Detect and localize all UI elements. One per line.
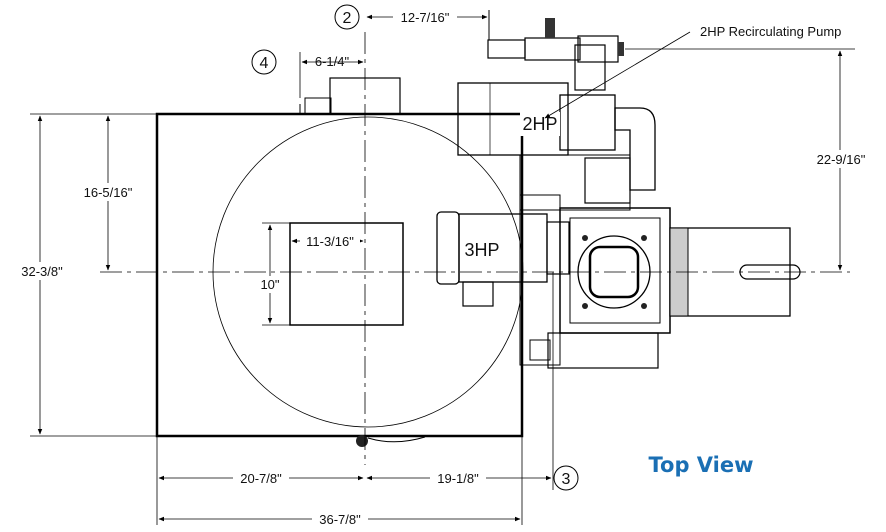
callout-4 xyxy=(251,49,277,75)
bg-overall-height xyxy=(18,262,66,280)
callout-4-number: 4 xyxy=(260,55,269,72)
gearbox-frame xyxy=(559,207,671,334)
bg-opening-width xyxy=(300,233,360,250)
bg-right-width xyxy=(430,470,486,487)
label-opening-width: 11-3/16" xyxy=(306,234,354,249)
gearbox-bolt-br xyxy=(641,303,647,309)
pump-elbow xyxy=(614,107,656,191)
label-3hp-motor: 3HP xyxy=(464,240,499,260)
drain-pipe xyxy=(367,436,426,443)
view-title: Top View xyxy=(648,453,753,477)
label-2hp-motor: 2HP xyxy=(522,114,557,134)
callout-2 xyxy=(334,4,360,30)
label-opening-height: 10" xyxy=(260,277,279,292)
gearbox-bolt-tl xyxy=(582,235,588,241)
callout-2-number: 2 xyxy=(343,10,352,27)
label-overall-width: 36-7/8" xyxy=(319,512,361,527)
label-left-width: 20-7/8" xyxy=(240,471,282,486)
bg-top-offset xyxy=(393,9,457,26)
gearbox-bolt-tr xyxy=(641,235,647,241)
bg-left-width xyxy=(233,470,289,487)
motor-3hp-terminal xyxy=(462,281,494,307)
bg-opening-height xyxy=(256,276,284,293)
bg-2hp xyxy=(520,112,560,136)
pump-2hp-motor xyxy=(457,82,569,156)
pump-leader-line xyxy=(544,31,691,119)
label-right-height: 22-9/16" xyxy=(817,152,866,167)
label-pump: 2HP Recirculating Pump xyxy=(700,24,841,39)
gearbox-lower xyxy=(547,332,659,369)
label-overall-height: 32-3/8" xyxy=(21,264,63,279)
pump-nipple xyxy=(618,42,624,56)
pump-pipe-stub xyxy=(487,39,526,59)
pump-tee xyxy=(577,35,619,63)
pump-discharge-pipe xyxy=(574,44,606,91)
label-outlet-offset: 6-1/4" xyxy=(315,54,350,69)
side-bracket xyxy=(519,194,561,366)
drain-fitting xyxy=(356,435,368,447)
bg-overall-width xyxy=(312,511,368,528)
housing-body xyxy=(155,112,524,438)
gearbox-bolt-bl xyxy=(582,303,588,309)
callout-3 xyxy=(553,465,579,491)
motor-3hp-adapter xyxy=(546,221,570,275)
bg-upper-height xyxy=(80,183,136,201)
label-right-width: 19-1/8" xyxy=(437,471,479,486)
bg-right-height xyxy=(810,150,872,168)
pump-base xyxy=(519,154,631,211)
label-top-offset: 12-7/16" xyxy=(401,10,450,25)
outlet-flange xyxy=(304,97,332,115)
label-upper-height: 16-5/16" xyxy=(84,185,133,200)
callout-3-number: 3 xyxy=(562,471,571,488)
pump-valve-handle xyxy=(545,18,555,38)
pump-junction-box xyxy=(584,157,631,204)
gearbox-inner xyxy=(569,217,661,324)
center-opening xyxy=(289,222,404,326)
gearbox-lower-block xyxy=(529,339,551,361)
pump-valve-body xyxy=(524,37,581,61)
motor-3hp-fan-cover xyxy=(436,211,460,285)
